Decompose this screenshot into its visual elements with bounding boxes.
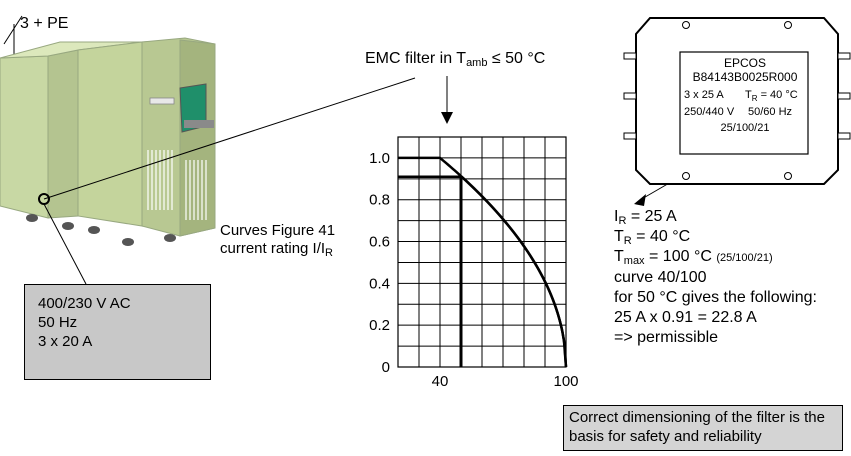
filter-brand: EPCOS: [723, 56, 766, 70]
x-tick-label: 100: [553, 373, 578, 390]
cable-label: 3 + PE: [20, 15, 69, 32]
current-rating-chart: 0 0.2 0.4 0.6 0.8 1.0 40 100: [369, 136, 579, 390]
filter-voltage: 250/440 V: [684, 106, 735, 118]
curves-label: Curves Figure 41 current rating I/IR: [220, 222, 336, 259]
filter-frequency: 50/60 Hz: [748, 106, 793, 118]
note-text: Correct dimensioning of the filter is th…: [569, 409, 825, 445]
chart-frame: [397, 136, 567, 368]
series-line-2: [398, 175, 568, 368]
emc-filter-label: EMC filter in Tamb ≤ 50 °C: [365, 50, 546, 69]
arrow-emc: [441, 112, 453, 124]
filter-rating-temp: TR = 40 °C: [745, 89, 798, 103]
y-tick-label: 1.0: [369, 150, 390, 167]
calculation-text: IR = 25 A TR = 40 °C Tmax = 100 °C (25/1…: [614, 208, 817, 346]
y-tick-label: 0.8: [369, 192, 390, 209]
x-tick-label: 40: [432, 373, 449, 390]
note-box: Correct dimensioning of the filter is th…: [563, 405, 843, 451]
filter-rating-current: 3 x 25 A: [684, 89, 724, 101]
supply-current: 3 x 20 A: [38, 333, 93, 350]
supply-frequency: 50 Hz: [38, 314, 78, 331]
supply-box: 400/230 V AC 50 Hz 3 x 20 A: [24, 284, 211, 380]
filter-climate: 25/100/21: [720, 122, 770, 134]
supply-voltage: 400/230 V AC: [38, 295, 131, 312]
y-tick-label: 0.4: [369, 275, 390, 292]
y-tick-label: 0.6: [369, 234, 390, 251]
filter-part-number: B84143B0025R000: [692, 70, 798, 84]
arrow-filter: [634, 194, 646, 206]
machine-illustration: [0, 37, 216, 246]
y-tick-label: 0.2: [369, 317, 390, 334]
filter-drawing: [623, 17, 851, 185]
y-tick-label: 0: [382, 359, 390, 376]
